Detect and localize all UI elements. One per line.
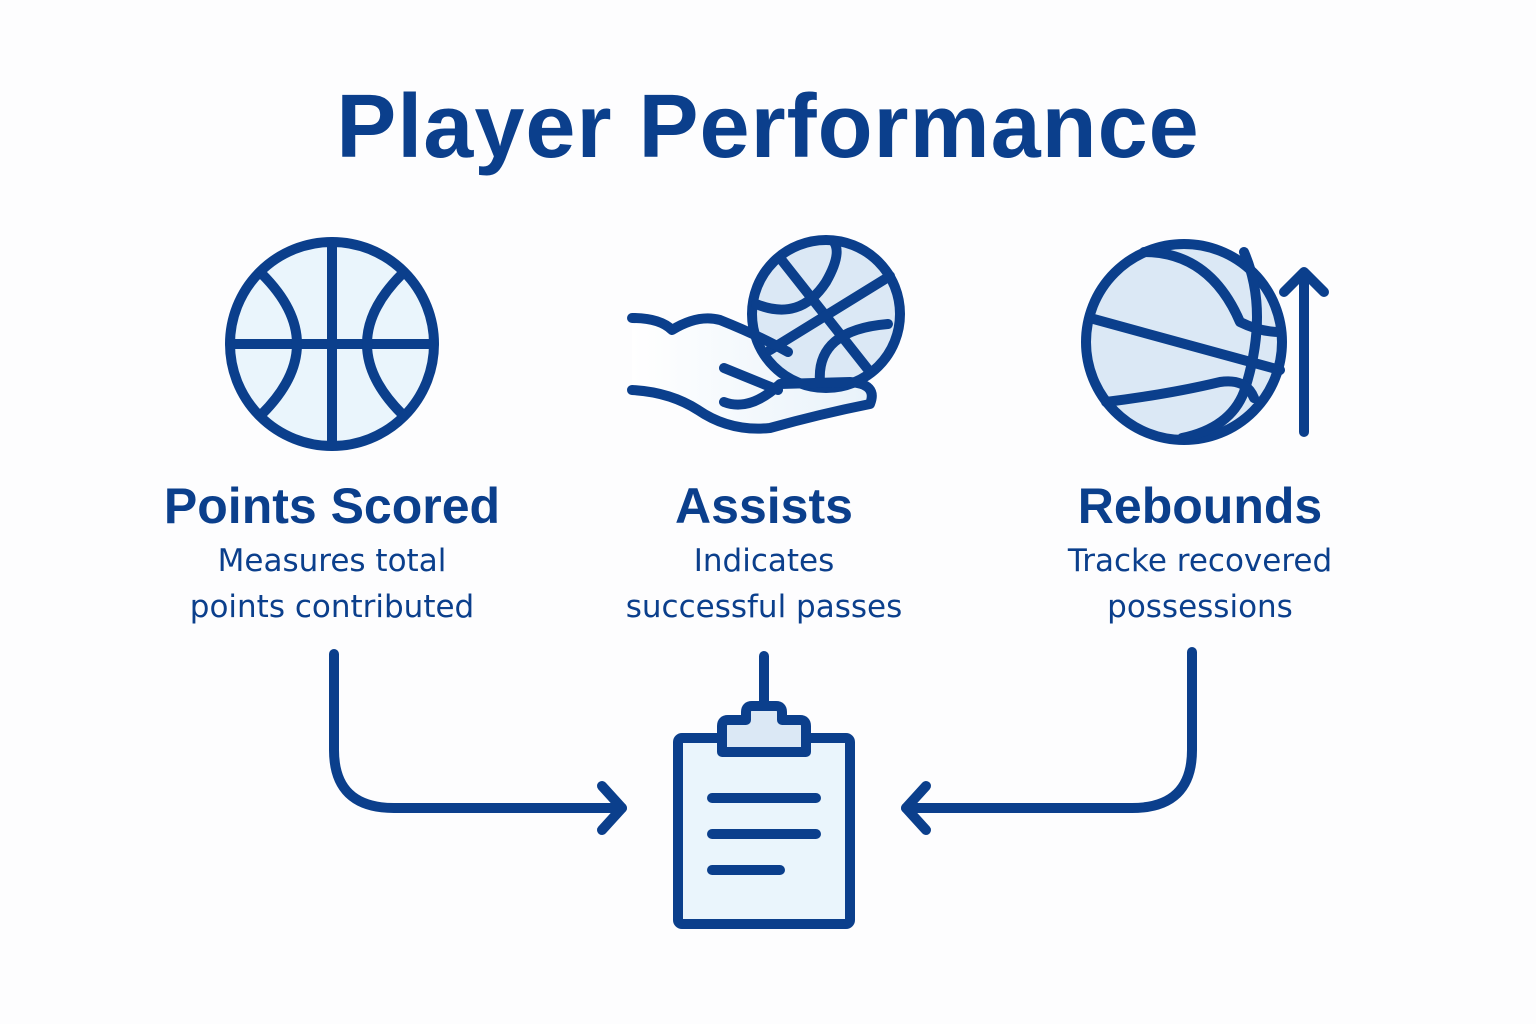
right-arrow-icon [901, 647, 1197, 813]
page-title: Player Performance [336, 77, 1200, 177]
description-line: possessions [1107, 589, 1293, 625]
description-line: Tracke recovered [1067, 543, 1333, 579]
basketball-up-arrow-icon [1081, 239, 1329, 445]
metric-points-scored: Points Scored Measures total points cont… [112, 478, 552, 630]
clipboard-icon [673, 701, 855, 929]
description-line: Measures total [217, 543, 447, 579]
metric-name: Points Scored [163, 478, 501, 534]
basketball-icon [225, 237, 439, 451]
metric-rebounds: Rebounds Tracke recovered possessions [980, 478, 1420, 630]
description-line: Indicates [693, 543, 835, 579]
right-arrowhead-icon [901, 781, 931, 835]
hand-with-basketball-icon [627, 235, 905, 434]
left-arrowhead-icon [597, 781, 627, 835]
description-line: successful passes [625, 589, 903, 625]
left-arrow-icon [329, 649, 627, 813]
metric-name: Assists [675, 478, 853, 534]
metric-name: Rebounds [1077, 478, 1323, 534]
metric-assists: Assists Indicates successful passes [544, 478, 984, 630]
metric-description: Indicates successful passes [544, 538, 984, 630]
description-line: points contributed [189, 589, 475, 625]
metric-description: Measures total points contributed [112, 538, 552, 630]
metric-description: Tracke recovered possessions [980, 538, 1420, 630]
